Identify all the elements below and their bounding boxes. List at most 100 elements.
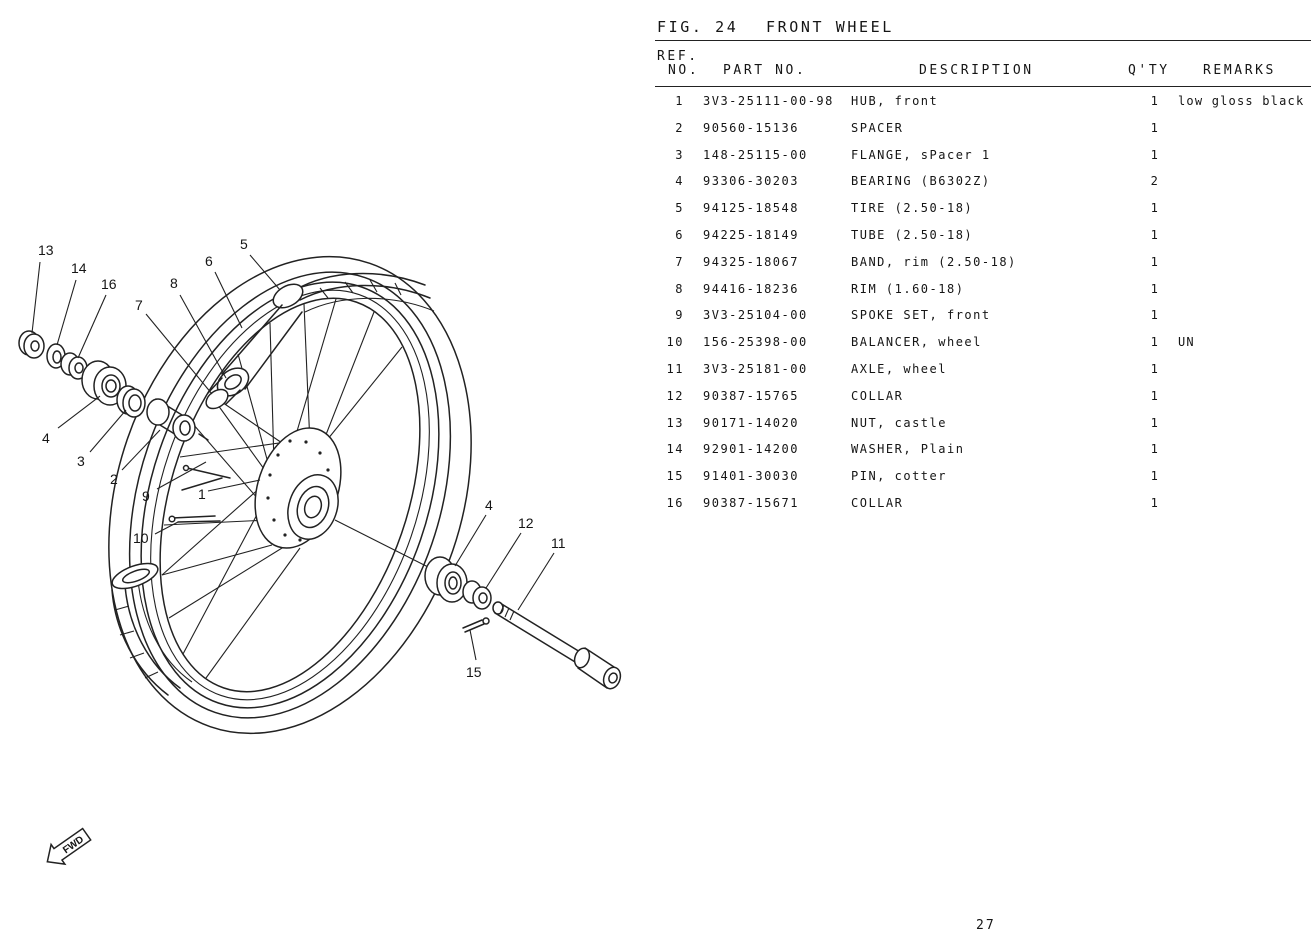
description: COLLAR [851, 495, 904, 510]
ref-no: 13 [666, 415, 684, 430]
table-row: 13 90171-14020 NUT, castle 1 [0, 415, 1311, 442]
callout-12: 12 [518, 515, 534, 531]
header-description: DESCRIPTION [919, 63, 1034, 78]
ref-no: 15 [666, 469, 684, 484]
nut-hole [30, 340, 40, 352]
balancer-weight [177, 520, 221, 523]
callout-14: 14 [71, 260, 87, 276]
callout-6: 6 [205, 253, 213, 269]
balancer [168, 515, 221, 523]
nut-face [23, 333, 45, 359]
description: PIN, cotter [851, 469, 947, 484]
remarks: UN [1178, 335, 1195, 350]
callout-4-left: 4 [42, 430, 50, 446]
description: HUB, front [851, 94, 939, 108]
spoke-nipple [198, 433, 209, 441]
table-row: 3 148-25115-00 FLANGE, sPacer 1 1 [0, 147, 1311, 174]
rim-outer [140, 281, 440, 709]
ref-no: 16 [666, 495, 684, 510]
table-row: 7 94325-18067 BAND, rim (2.50-18) 1 [0, 254, 1311, 281]
leader-line [179, 294, 227, 379]
ref-no: 8 [675, 281, 684, 296]
ref-no: 9 [675, 308, 684, 323]
parts-list: 1 3V3-25111-00-98 HUB, front 1 low gloss… [0, 93, 1311, 522]
leader-line [121, 429, 161, 471]
description: SPOKE SET, front [851, 308, 991, 323]
leader-line [156, 461, 207, 490]
disc-holes [266, 439, 333, 542]
quantity: 1 [1150, 281, 1160, 296]
spoke [205, 547, 301, 679]
callout-3: 3 [77, 453, 85, 469]
header-ref-line2: NO. [668, 63, 700, 78]
leader-line [214, 271, 243, 329]
tire-cut-inner [121, 568, 151, 584]
tire-outline [108, 255, 472, 735]
ref-no: 6 [675, 227, 684, 242]
remarks: low gloss black [1178, 94, 1305, 108]
ref-no: 10 [666, 335, 684, 350]
description: BAND, rim (2.50-18) [851, 254, 1017, 269]
tube [216, 304, 303, 397]
quantity: 2 [1150, 174, 1160, 189]
part-number: 93306-30203 [703, 174, 799, 189]
callout-9: 9 [142, 488, 150, 504]
header-rule [655, 86, 1311, 87]
tire-bottom-section [111, 562, 193, 696]
tire-tread [319, 279, 402, 299]
ref-no: 5 [675, 201, 684, 216]
washer-hole [52, 350, 62, 364]
tube-edge [221, 304, 283, 375]
description: AXLE, wheel [851, 361, 947, 376]
fwd-arrow-shape [46, 827, 92, 866]
tire-top-section [272, 272, 435, 313]
callout-13: 13 [38, 242, 54, 258]
leader-line [454, 514, 487, 567]
quantity: 1 [1150, 495, 1160, 510]
part-number: 90387-15671 [703, 495, 799, 510]
collar-12 [462, 580, 492, 610]
rim-band-edge [225, 389, 241, 405]
spoke [319, 311, 375, 451]
tire-cut-end [111, 562, 159, 590]
spacer-bore [179, 420, 191, 436]
quantity: 1 [1150, 361, 1160, 376]
rim-inner [159, 297, 421, 693]
quantity: 1 [1150, 415, 1160, 430]
header-ref-line1: REF. [657, 49, 699, 64]
leader-line [57, 395, 101, 429]
leader-line [249, 254, 281, 291]
disc-hole [304, 440, 308, 444]
table-row: 14 92901-14200 WASHER, Plain 1 [0, 441, 1311, 468]
callout-5: 5 [240, 236, 248, 252]
spoke-nipple [186, 467, 231, 479]
axle-head-back [573, 647, 591, 669]
page-number: 27 [976, 918, 996, 933]
tire-tread [294, 272, 426, 291]
spacer [146, 398, 196, 442]
figure-number: FIG. 24 [657, 18, 739, 36]
hub-bore [303, 495, 323, 519]
quantity: 1 [1150, 147, 1160, 162]
tube-edge [244, 311, 303, 390]
description: SPACER [851, 120, 904, 135]
ref-no: 4 [675, 174, 684, 189]
leader-line [485, 532, 522, 589]
disc-hole [288, 439, 292, 443]
axle-thread-tip [492, 601, 504, 615]
spoke [161, 544, 273, 576]
axle-shaft-edge [499, 602, 586, 656]
leader-line [77, 294, 107, 359]
table-row: 11 3V3-25181-00 AXLE, wheel 1 [0, 361, 1311, 388]
disc-hole [298, 538, 302, 542]
leader-line [469, 629, 477, 661]
rim-flange [150, 289, 430, 701]
castle-nut [18, 330, 45, 359]
callout-10: 10 [133, 530, 149, 546]
description: COLLAR [851, 388, 904, 403]
ref-no: 12 [666, 388, 684, 403]
leader-line [517, 552, 555, 611]
page-title: FRONT WHEEL [766, 18, 894, 36]
bearing-race [444, 571, 462, 595]
wheel [108, 255, 472, 735]
